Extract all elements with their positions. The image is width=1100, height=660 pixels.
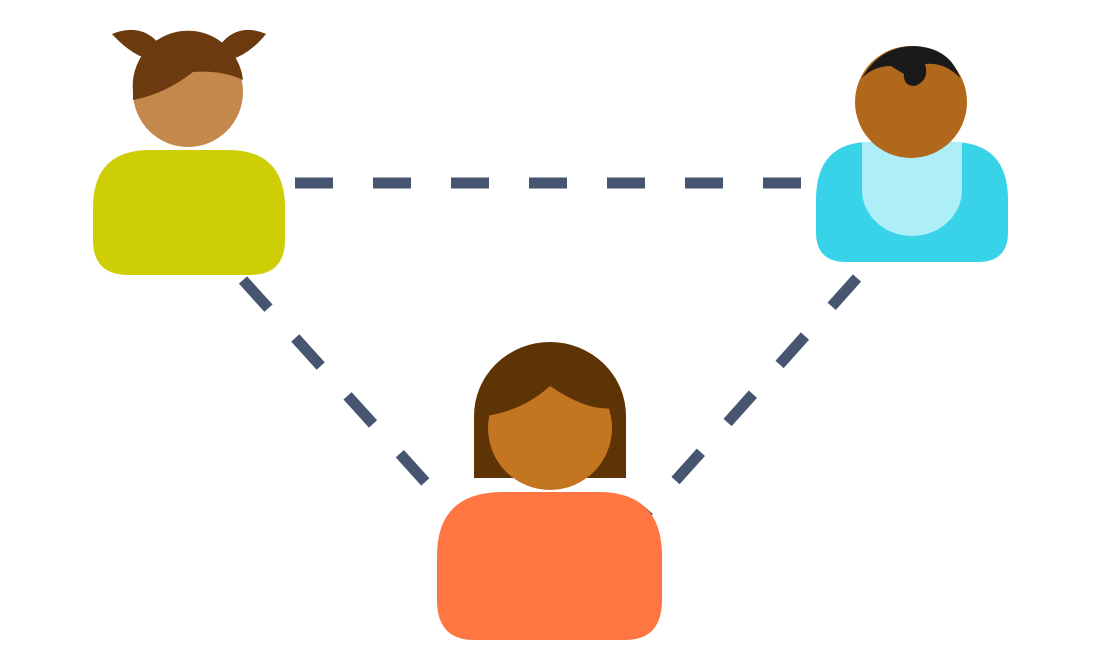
baby-bib (862, 142, 962, 236)
girl-hair (132, 30, 243, 100)
woman-body (437, 492, 662, 640)
connector-girl-woman (238, 276, 462, 521)
woman-hair-fringe (486, 359, 614, 416)
connector-baby-woman (637, 274, 862, 522)
connectors (238, 177, 862, 522)
baby-head (855, 46, 967, 158)
baby-hair (862, 46, 960, 86)
person-girl (93, 29, 285, 275)
person-woman (437, 342, 662, 640)
girl-body (93, 150, 285, 275)
person-baby (816, 46, 1008, 262)
